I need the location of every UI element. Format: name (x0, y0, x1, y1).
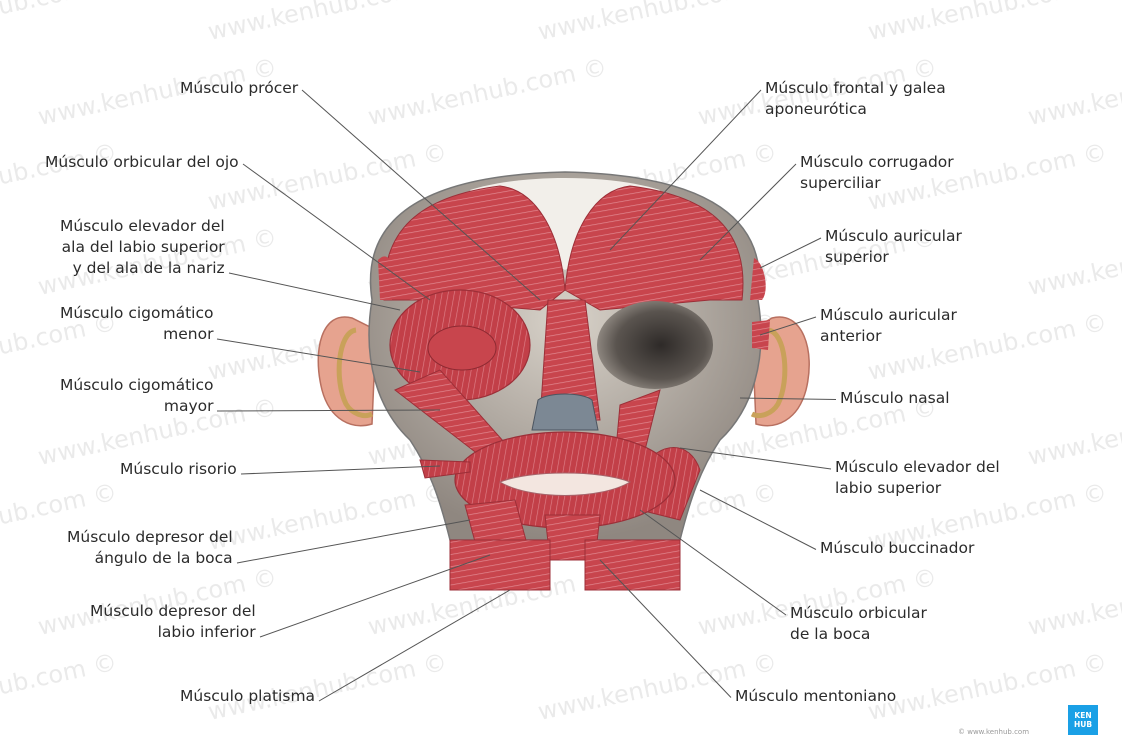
label-line: superciliar (800, 173, 954, 194)
label-orbicular-ojo: Músculo orbicular del ojo (45, 152, 239, 173)
label-frontal: Músculo frontal y galeaaponeurótica (765, 78, 946, 120)
label-line: menor (60, 324, 213, 345)
platysma-right (585, 540, 680, 590)
watermark-text: www.kenhub.com © (205, 478, 449, 556)
label-line: Músculo auricular (820, 305, 957, 326)
label-line: Músculo cigomático (60, 303, 213, 324)
label-line: anterior (820, 326, 957, 347)
label-platisma: Músculo platisma (180, 686, 315, 707)
watermark-text: www.kenhub.com © (865, 0, 1109, 46)
label-elevador-ala: Músculo elevador delala del labio superi… (60, 216, 225, 279)
label-auricular-superior: Músculo auricularsuperior (825, 226, 962, 268)
label-nasal: Músculo nasal (840, 388, 950, 409)
label-line: Músculo depresor del (90, 601, 256, 622)
label-line: superior (825, 247, 962, 268)
label-line: aponeurótica (765, 99, 946, 120)
label-cigomatico-mayor: Músculo cigomáticomayor (60, 375, 213, 417)
label-line: Músculo frontal y galea (765, 78, 946, 99)
label-line: labio superior (835, 478, 1000, 499)
label-line: ala del labio superior (60, 237, 225, 258)
label-line: Músculo corrugador (800, 152, 954, 173)
watermark-text: www.kenhub.com © (205, 0, 449, 46)
watermark-text: www.kenhub.com © (0, 648, 119, 726)
label-line: Músculo orbicular del ojo (45, 152, 239, 173)
watermark-text: www.kenhub.com © (1025, 223, 1122, 301)
auricular-superior-left (378, 256, 393, 300)
label-line: Músculo elevador del (60, 216, 225, 237)
watermark-text: www.kenhub.com © (535, 0, 779, 46)
label-orbicular-boca: Músculo orbicularde la boca (790, 603, 927, 645)
label-cigomatico-menor: Músculo cigomáticomenor (60, 303, 213, 345)
label-depresor-angulo: Músculo depresor delángulo de la boca (67, 527, 233, 569)
label-auricular-anterior: Músculo auricularanterior (820, 305, 957, 347)
kenhub-logo: KEN HUB (1068, 705, 1098, 735)
watermark-text: www.kenhub.com © (1025, 563, 1122, 641)
right-orbit (597, 301, 713, 389)
label-line: Músculo auricular (825, 226, 962, 247)
label-line: mayor (60, 396, 213, 417)
nasal-cartilage (532, 394, 598, 430)
label-buccinador: Músculo buccinador (820, 538, 974, 559)
label-line: Músculo cigomático (60, 375, 213, 396)
watermark-text: www.kenhub.com © (0, 0, 119, 46)
label-line: Músculo prócer (180, 78, 298, 99)
label-elevador-labio: Músculo elevador dellabio superior (835, 457, 1000, 499)
label-line: Músculo buccinador (820, 538, 974, 559)
watermark-text: www.kenhub.com © (0, 138, 119, 216)
label-line: Músculo nasal (840, 388, 950, 409)
platysma-left (450, 540, 550, 590)
label-procer: Músculo prócer (180, 78, 298, 99)
label-line: Músculo platisma (180, 686, 315, 707)
label-line: Músculo elevador del (835, 457, 1000, 478)
label-mentoniano: Músculo mentoniano (735, 686, 896, 707)
label-line: Músculo orbicular (790, 603, 927, 624)
label-risorio: Músculo risorio (120, 459, 237, 480)
logo-line-2: HUB (1068, 720, 1098, 729)
label-line: y del ala de la nariz (60, 258, 225, 279)
label-line: de la boca (790, 624, 927, 645)
label-line: ángulo de la boca (67, 548, 233, 569)
watermark-text: www.kenhub.com © (1025, 393, 1122, 471)
eyelid (428, 326, 496, 370)
label-depresor-labio: Músculo depresor dellabio inferior (90, 601, 256, 643)
logo-line-1: KEN (1068, 711, 1098, 720)
label-line: Músculo mentoniano (735, 686, 896, 707)
label-line: Músculo risorio (120, 459, 237, 480)
label-line: labio inferior (90, 622, 256, 643)
watermark-text: www.kenhub.com © (1025, 53, 1122, 131)
site-credit: © www.kenhub.com (958, 728, 1029, 736)
leader-line (241, 466, 440, 474)
label-line: Músculo depresor del (67, 527, 233, 548)
label-corrugador: Músculo corrugadorsuperciliar (800, 152, 954, 194)
watermark-text: www.kenhub.com © (365, 53, 609, 131)
